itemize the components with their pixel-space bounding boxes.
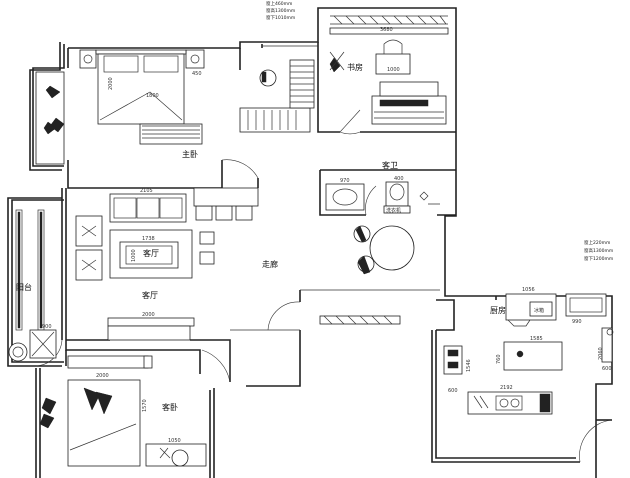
guest-bathroom: 客卫 970 400 洗衣机 bbox=[325, 160, 440, 216]
balcony-basin bbox=[8, 342, 28, 362]
nightstand-left bbox=[79, 49, 97, 69]
dim-tv-cabinet: 2000 bbox=[142, 312, 155, 318]
dim-kitchen-depth: 760 bbox=[496, 354, 502, 364]
door-guest bbox=[201, 340, 231, 383]
stove bbox=[495, 395, 523, 411]
dim-bath-basin: 970 bbox=[340, 178, 350, 184]
dim-kitchen-island: 1585 bbox=[530, 336, 543, 342]
armchair-bottom bbox=[75, 249, 103, 281]
guest-bedroom: 2000 1570 客卧 1050 bbox=[39, 355, 207, 467]
window-note-top-2: 窗高1300mm bbox=[266, 7, 295, 14]
window-note-top-3: 窗下1010mm bbox=[266, 14, 295, 21]
dim-study-desk: 3680 bbox=[380, 27, 393, 33]
room-label-guest-bedroom: 客卧 bbox=[162, 402, 178, 412]
study-shelf bbox=[329, 27, 449, 35]
room-label-balcony: 阳台 bbox=[16, 282, 32, 292]
wardrobe bbox=[239, 107, 311, 133]
master-balcony bbox=[35, 71, 65, 165]
rug-label: 客厅 bbox=[143, 248, 159, 258]
living-room: 2105 1738 1000 客厅 客厅 2000 走廊 bbox=[35, 187, 415, 383]
window-note-right-3: 窗下1200mm bbox=[584, 255, 613, 262]
dining-table bbox=[369, 225, 415, 271]
dim-guest-bed-length: 1570 bbox=[142, 399, 148, 412]
dim-balcony-washer: 900 bbox=[42, 324, 52, 330]
room-label-corridor: 走廊 bbox=[262, 259, 278, 269]
dim-master-bed-length: 2000 bbox=[108, 77, 114, 90]
master-bedroom: 1800 2000 450 主卧 bbox=[79, 49, 315, 179]
fridge-label: 冰箱 bbox=[534, 307, 544, 314]
door-master bbox=[221, 159, 259, 179]
toilet bbox=[385, 181, 409, 207]
tv-cabinet bbox=[107, 325, 191, 341]
kitchen-stove-counter bbox=[467, 391, 553, 415]
door-study bbox=[339, 109, 361, 135]
dim-rug-width: 1738 bbox=[142, 236, 155, 242]
dim-study-chair: 1000 bbox=[387, 67, 400, 73]
window-note-right: 窗上220mm 窗高1300mm 窗下1200mm bbox=[584, 239, 613, 262]
guest-bed bbox=[67, 379, 141, 467]
armchair-top bbox=[75, 215, 103, 247]
master-bed bbox=[97, 53, 185, 125]
dim-bath-toilet: 400 bbox=[394, 176, 404, 182]
sofa bbox=[109, 193, 187, 223]
room-label-master-bedroom: 主卧 bbox=[182, 149, 198, 159]
kitchen-cabinet bbox=[565, 293, 607, 317]
window-top bbox=[262, 15, 448, 47]
window-note-right-2: 窗高1300mm bbox=[584, 247, 613, 254]
room-label-living-room: 客厅 bbox=[142, 290, 158, 300]
balcony: 阳台 900 bbox=[8, 209, 57, 362]
dim-master-side: 450 bbox=[192, 71, 202, 77]
dim-kitchen-right: 2060 bbox=[598, 347, 604, 360]
dim-kitchen-side: 1546 bbox=[466, 359, 472, 372]
door-corridor bbox=[267, 301, 301, 331]
dim-kitchen-counter: 990 bbox=[572, 319, 582, 325]
window-note-top-1: 窗上460mm bbox=[266, 0, 292, 7]
dim-guest-desk: 1050 bbox=[168, 438, 181, 444]
dim-kitchen-600b: 600 bbox=[602, 366, 612, 372]
nightstand-right bbox=[185, 49, 205, 69]
plant-icon bbox=[329, 57, 341, 73]
room-label-guest-bath: 客卫 bbox=[382, 160, 398, 170]
room-label-kitchen: 厨房 bbox=[490, 305, 506, 315]
kitchen: 厨房 1056 冰箱 990 2060 1585 760 1546 2192 6… bbox=[443, 287, 614, 463]
dim-kitchen-600a: 600 bbox=[448, 388, 458, 394]
kitchen-island bbox=[503, 341, 563, 371]
room-label-study: 书房 bbox=[347, 62, 363, 72]
window-note-right-1: 窗上220mm bbox=[584, 239, 610, 246]
dim-kitchen-fridge: 1056 bbox=[522, 287, 535, 293]
dim-guest-bed-width: 2000 bbox=[96, 373, 109, 379]
bath-basin bbox=[325, 183, 365, 211]
fridge bbox=[529, 301, 553, 317]
dim-kitchen-stove: 2192 bbox=[500, 385, 513, 391]
study: 3680 1000 书房 bbox=[329, 27, 449, 135]
dim-rug-height: 1000 bbox=[131, 249, 137, 262]
study-desk bbox=[375, 53, 411, 75]
walls bbox=[7, 7, 613, 478]
dim-sofa-length: 2105 bbox=[140, 188, 153, 194]
window-note-top: 窗上460mm 窗高1300mm 窗下1010mm bbox=[266, 0, 295, 21]
washer-label: 洗衣机 bbox=[386, 207, 401, 214]
dim-master-bed-width: 1800 bbox=[146, 93, 159, 99]
